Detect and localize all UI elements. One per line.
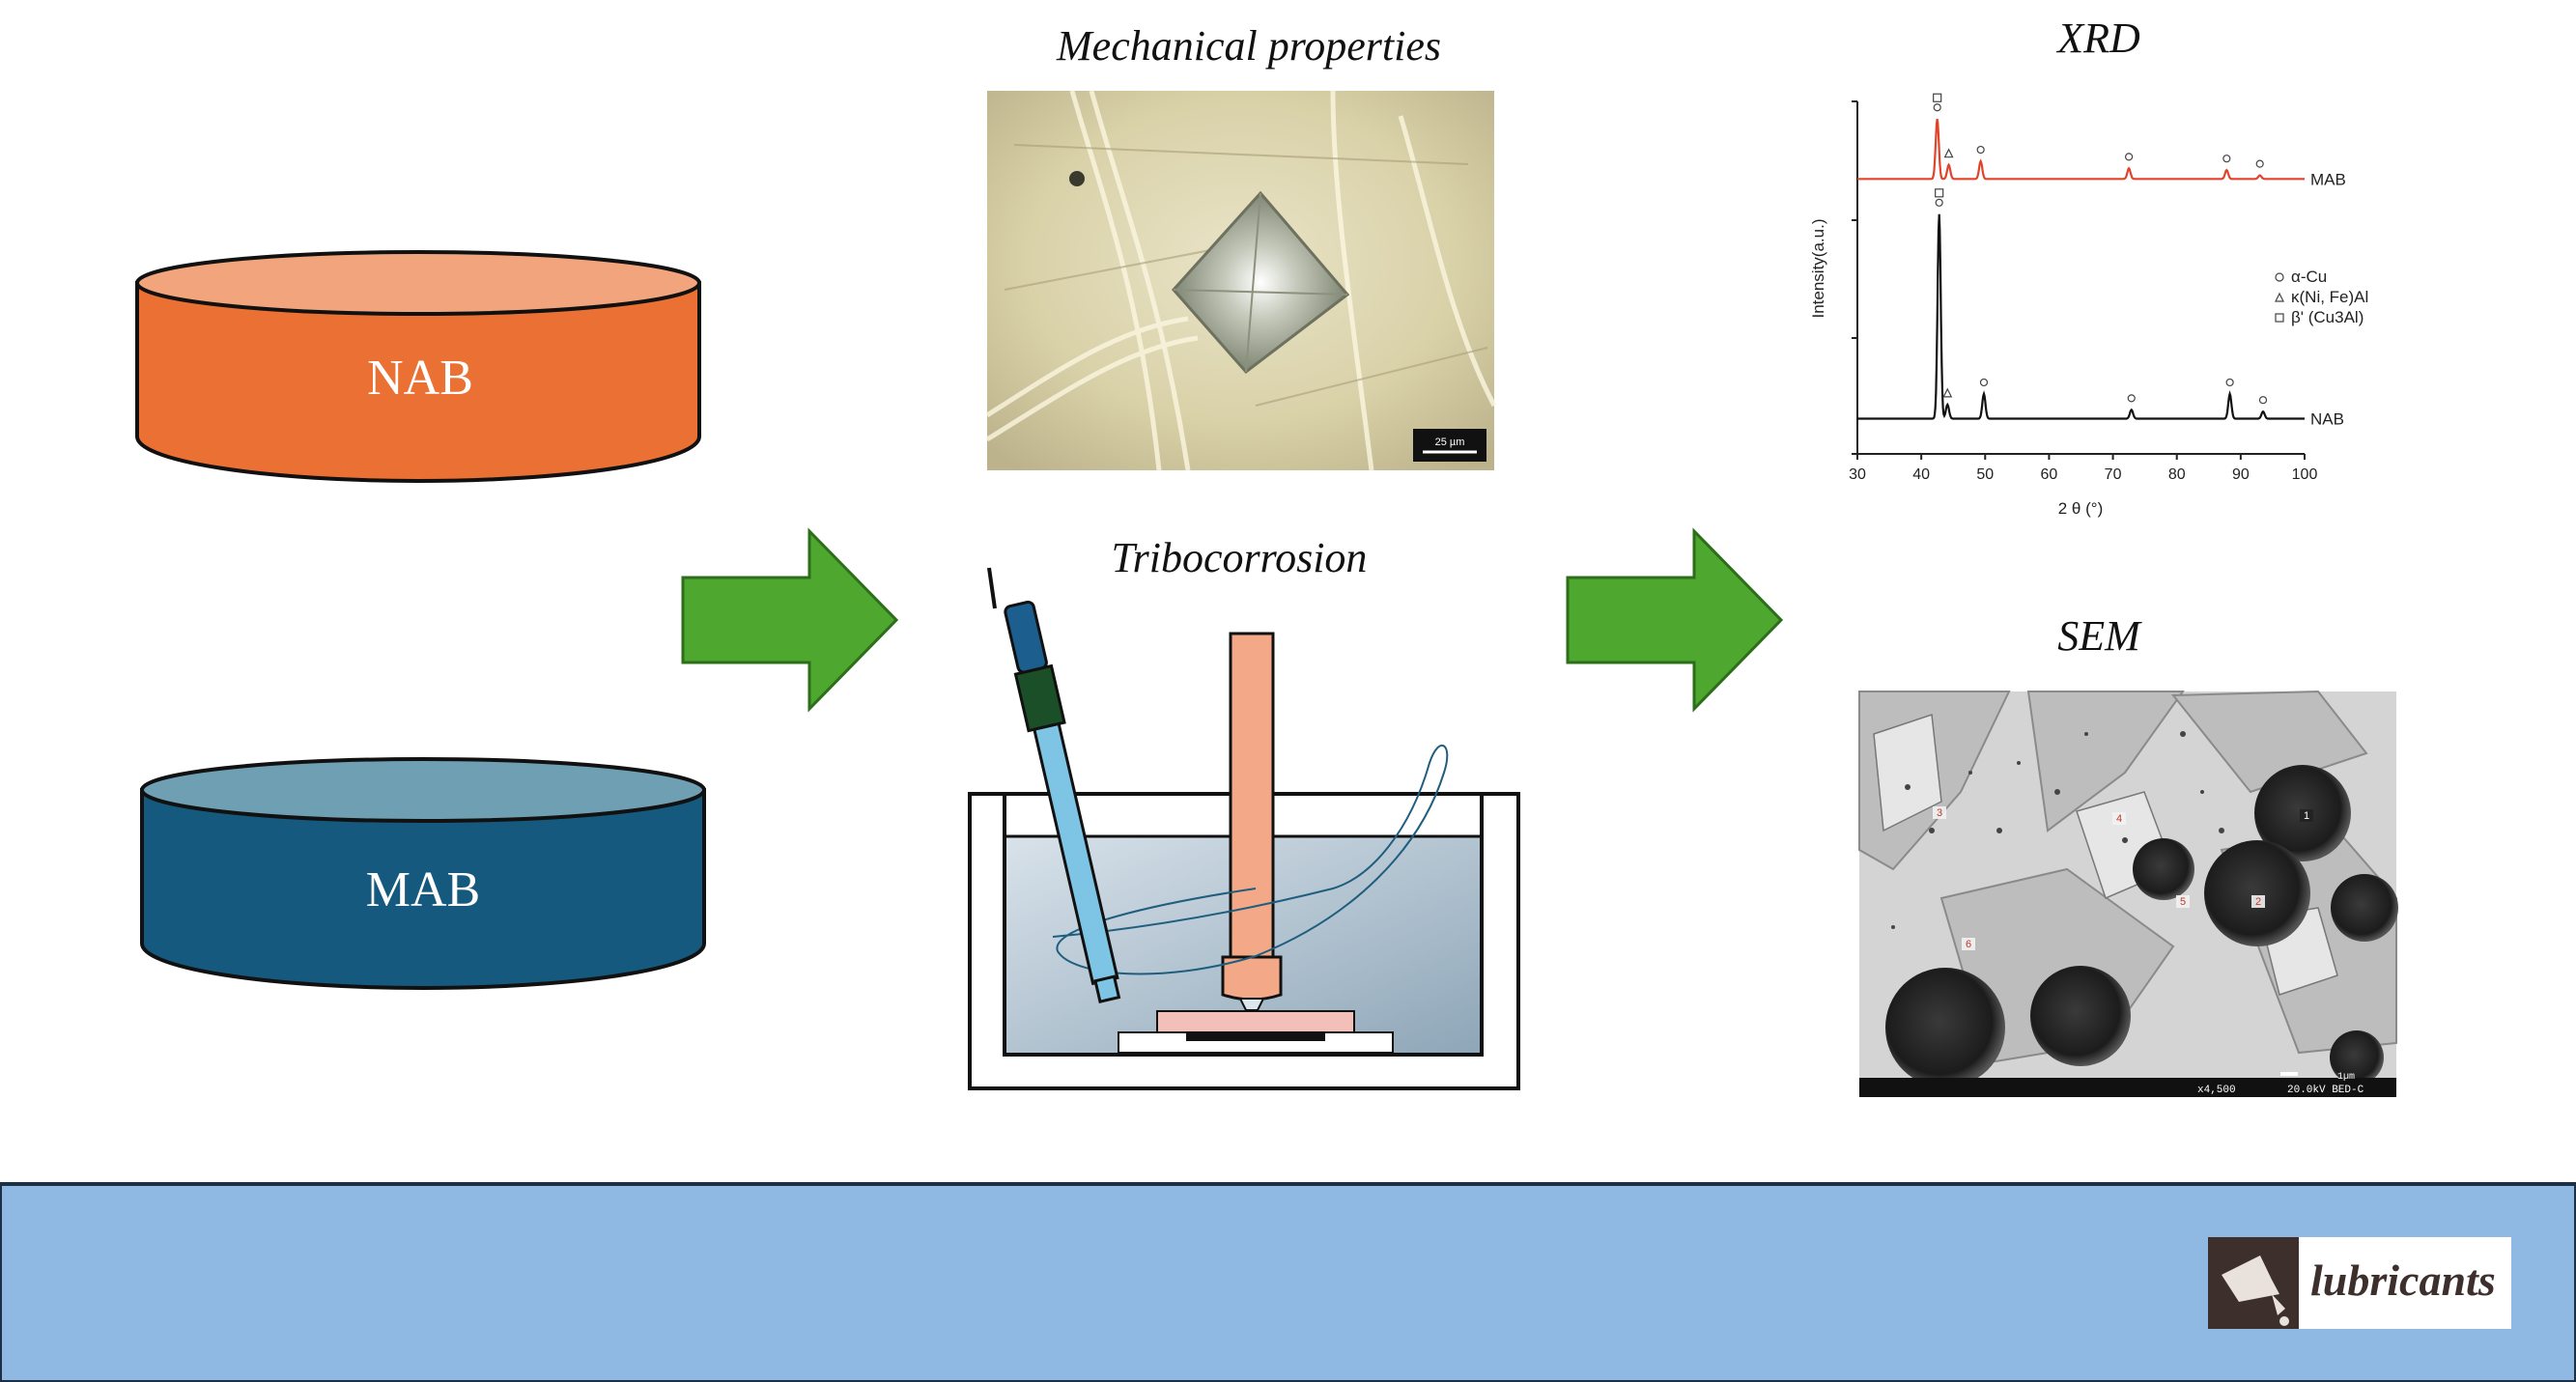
xrd-legend: α-Cu κ(Ni, Fe)Al β' (Cu3Al)	[2275, 268, 2368, 326]
x-tick-label: 30	[1849, 466, 1866, 483]
sem-label-box	[2112, 812, 2126, 825]
logo-text: lubricants	[2310, 1255, 2496, 1305]
peak-marker	[2225, 378, 2234, 387]
cylinder-top	[135, 250, 701, 316]
sem-info: 20.0kV BED-C	[2287, 1085, 2364, 1096]
series-label: MAB	[2310, 170, 2346, 188]
x-tick-label: 80	[2168, 466, 2186, 483]
sem-label: 3	[1937, 807, 1942, 819]
cylinder-body	[135, 281, 701, 483]
peak-marker	[1935, 198, 1943, 207]
peak-marker	[1979, 378, 1989, 387]
series-label: NAB	[2310, 410, 2344, 429]
x-tick-label: 50	[1976, 466, 1994, 483]
x-tick-label: 70	[2105, 466, 2122, 483]
sem-label: 6	[1966, 939, 1971, 950]
xrd-series-nab	[1857, 213, 2305, 420]
sem-label-box	[2176, 895, 2190, 908]
xrd-chart: Intensity(a.u.) 2 θ (°) 30 40 50 60 70 80 90 10…	[1809, 93, 2368, 518]
pin	[1229, 632, 1275, 959]
peak-marker	[1942, 387, 1953, 398]
xrd-title: XRD	[2055, 14, 2140, 62]
legend-label: α-Cu	[2291, 268, 2327, 286]
legend-label: κ(Ni, Fe)Al	[2291, 288, 2368, 306]
peak-marker	[2125, 153, 2134, 161]
test-sample	[1156, 1010, 1355, 1033]
sem-label: 1	[2304, 810, 2309, 822]
right-arrow-1	[681, 527, 899, 713]
sem-micrograph: 1 2 3 4 5 6 1µm x4,500 20.0kV BED-C	[1858, 690, 2398, 1097]
peak-marker	[1976, 145, 1985, 155]
micro-indentation-image: 25 µm	[985, 90, 1497, 471]
cell-inner	[1003, 794, 1484, 1057]
sem-label: 2	[2255, 896, 2261, 908]
legend-symbol	[2275, 313, 2284, 323]
peak-marker	[1933, 93, 1942, 102]
cylinder-body	[140, 788, 706, 990]
sem-label: 4	[2116, 813, 2122, 825]
peak-marker	[1935, 188, 1944, 198]
sem-magnification: x4,500	[2197, 1085, 2236, 1096]
peak-marker	[1933, 103, 1941, 112]
peak-marker	[2255, 159, 2264, 168]
sem-label: 5	[2180, 896, 2186, 908]
sem-label-box	[2251, 895, 2265, 908]
x-tick-label: 40	[1912, 466, 1930, 483]
sample-label: MAB	[366, 862, 480, 917]
legend-symbol	[2275, 272, 2284, 282]
xrd-series-mab	[1857, 119, 2305, 181]
sample-label: NAB	[367, 351, 473, 406]
peak-marker	[2222, 155, 2231, 163]
sem-label-box	[1933, 806, 1946, 819]
x-axis-label: 2 θ (°)	[2058, 499, 2103, 518]
x-tick-label: 90	[2232, 466, 2250, 483]
journal-logo: lubricants	[2208, 1237, 2511, 1329]
x-tick-label: 100	[2292, 466, 2318, 483]
cylinder-top	[140, 757, 706, 823]
sem-label-box	[1962, 938, 1975, 950]
sem-title: SEM	[2057, 612, 2142, 660]
footer-band	[0, 1182, 2576, 1382]
peak-marker	[1943, 148, 1954, 158]
nab-sample-cylinder: NAB	[135, 250, 701, 483]
x-tick-label: 60	[2041, 466, 2058, 483]
sem-info-bar	[1859, 1078, 2396, 1097]
legend-label: β' (Cu3Al)	[2291, 308, 2364, 326]
legend-symbol	[2275, 292, 2284, 302]
right-arrow-2	[1566, 527, 1784, 713]
tribocorrosion-setup	[968, 567, 1520, 1090]
scale-bar-label: 25 µm	[1435, 437, 1465, 448]
mechanical-title: Mechanical properties	[1056, 22, 1441, 70]
sem-scale: 1µm	[2337, 1072, 2355, 1083]
electrode-wire	[1052, 744, 1449, 975]
peak-marker	[2127, 394, 2136, 403]
y-axis-label: Intensity(a.u.)	[1809, 219, 1827, 319]
mab-sample-cylinder: MAB	[140, 757, 706, 990]
sem-label-box	[2300, 809, 2313, 822]
peak-marker	[2258, 396, 2268, 405]
tribocorrosion-title: Tribocorrosion	[1112, 534, 1368, 581]
